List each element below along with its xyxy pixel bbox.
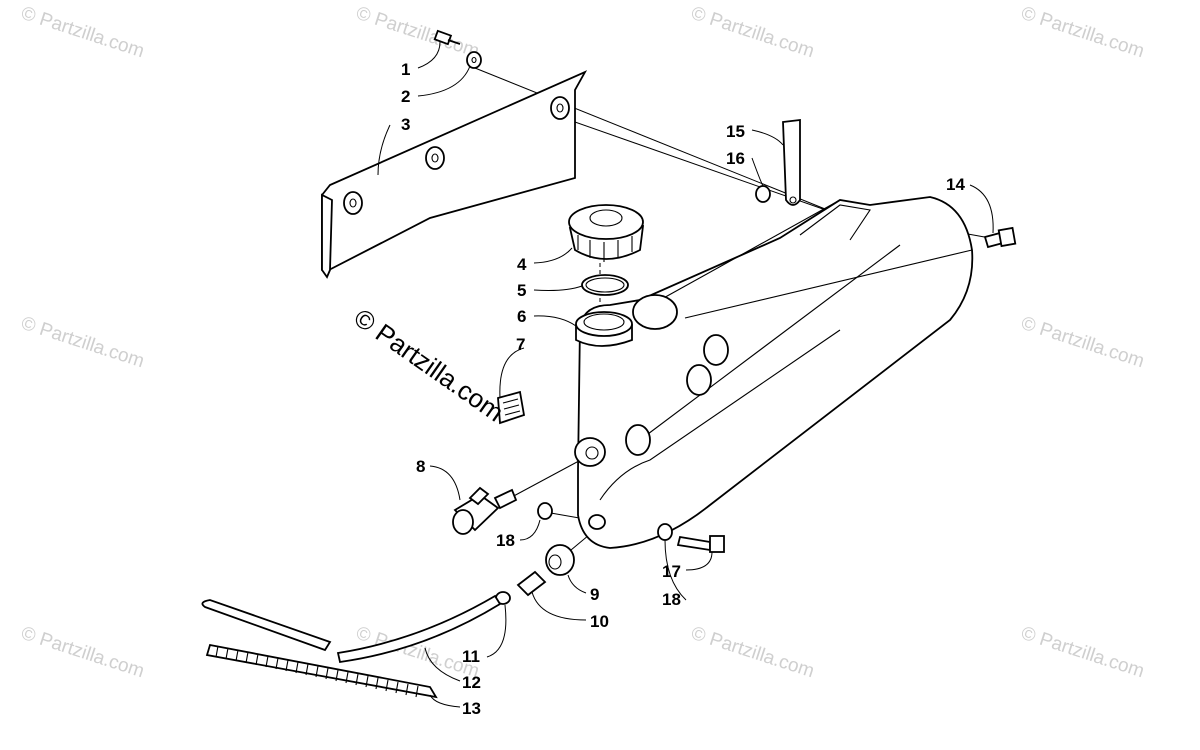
nut bbox=[537, 502, 553, 520]
callout-labels: 1 2 3 4 5 6 7 8 9 10 11 12 13 14 15 16 1… bbox=[401, 60, 965, 718]
callout-9: 9 bbox=[590, 585, 599, 604]
fuel-cap bbox=[568, 204, 645, 262]
watermark: © Partzilla.com bbox=[1018, 3, 1146, 63]
callout-14: 14 bbox=[946, 175, 965, 194]
watermark: © Partzilla.com bbox=[688, 623, 816, 683]
callout-15: 15 bbox=[726, 122, 745, 141]
watermark: © Partzilla.com bbox=[18, 3, 146, 63]
watermark: © Partzilla.com bbox=[688, 3, 816, 63]
cap-gasket bbox=[581, 274, 629, 296]
callout-3: 3 bbox=[401, 115, 410, 134]
callout-6: 6 bbox=[517, 307, 526, 326]
fuel-tank bbox=[574, 196, 974, 549]
callout-11: 11 bbox=[462, 647, 480, 666]
strap bbox=[782, 118, 801, 206]
guide-line bbox=[509, 454, 591, 499]
callout-18: 18 bbox=[662, 590, 681, 609]
callout-7: 7 bbox=[516, 335, 525, 354]
callout-4: 4 bbox=[517, 255, 527, 274]
heat-shield-panel bbox=[321, 70, 588, 279]
callout-8: 8 bbox=[416, 457, 425, 476]
warning-decal bbox=[497, 390, 526, 425]
nut bbox=[755, 185, 771, 203]
main-watermark: © Partzilla.com bbox=[349, 302, 510, 427]
filler-neck bbox=[575, 311, 633, 347]
callout-13: 13 bbox=[462, 699, 481, 718]
callout-2: 2 bbox=[401, 87, 410, 106]
spiral-wrap bbox=[205, 643, 438, 699]
callout-1: 1 bbox=[401, 60, 410, 79]
screw bbox=[433, 29, 461, 46]
fuel-valve bbox=[452, 486, 518, 535]
callout-10: 10 bbox=[590, 612, 609, 631]
leader-lines bbox=[377, 41, 994, 708]
callout-5: 5 bbox=[517, 281, 526, 300]
callout-12: 12 bbox=[462, 673, 481, 692]
bolt bbox=[983, 226, 1017, 249]
watermark: © Partzilla.com bbox=[1018, 623, 1146, 683]
callout-16: 16 bbox=[726, 149, 745, 168]
callout-17: 17 bbox=[662, 562, 681, 581]
watermark: © Partzilla.com bbox=[353, 3, 481, 63]
hose-fitting bbox=[516, 570, 547, 597]
guide-line bbox=[469, 65, 841, 216]
fuel-hose bbox=[201, 594, 502, 664]
watermark: © Partzilla.com bbox=[1018, 313, 1146, 373]
washer bbox=[466, 51, 482, 69]
grommet bbox=[545, 544, 575, 576]
watermark: © Partzilla.com bbox=[18, 623, 146, 683]
watermark: © Partzilla.com bbox=[18, 313, 146, 373]
bolt bbox=[676, 535, 725, 553]
nut bbox=[657, 523, 673, 541]
callout-18: 18 bbox=[496, 531, 515, 550]
